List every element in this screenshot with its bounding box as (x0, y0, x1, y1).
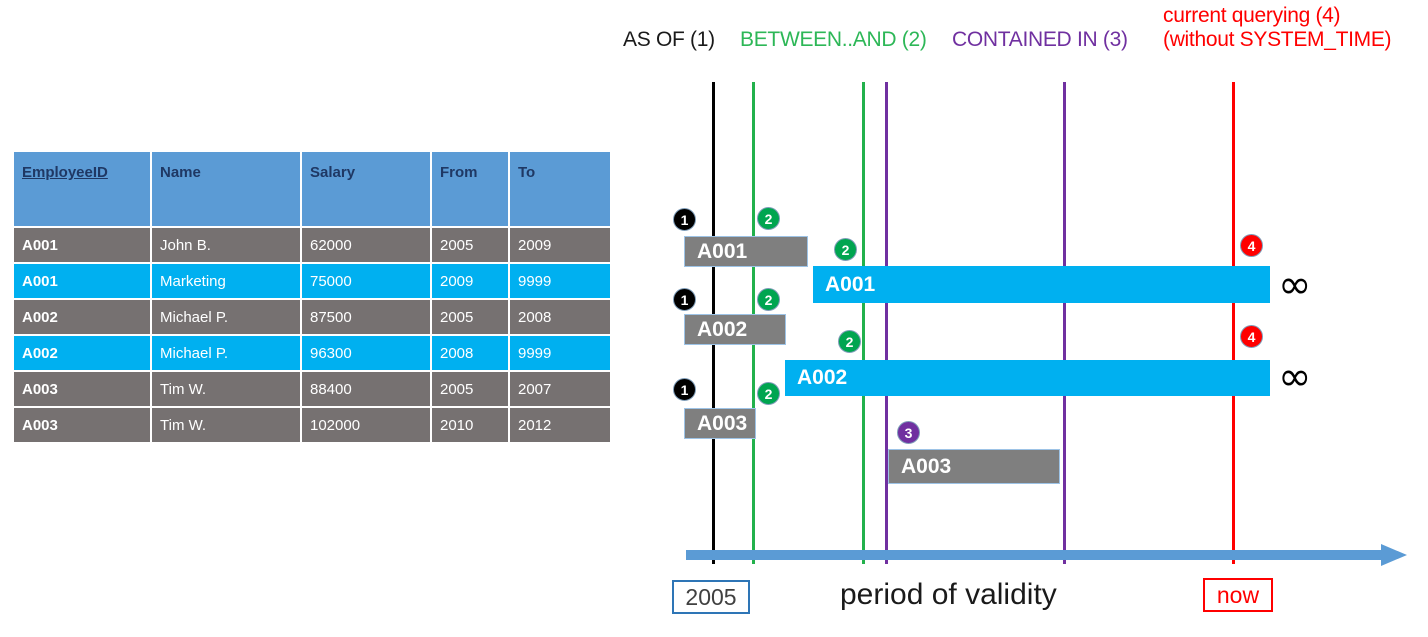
table-row: A002 Michael P. 87500 2005 2008 (14, 300, 610, 334)
bar-a002-historical: A002 (684, 314, 786, 345)
cell-salary: 87500 (302, 300, 430, 334)
query-line-contained-end (1063, 82, 1066, 564)
legend-current-querying: current querying (4) (without SYSTEM_TIM… (1163, 4, 1392, 51)
cell-salary: 102000 (302, 408, 430, 442)
cell-name: Tim W. (152, 372, 300, 406)
cell-from: 2008 (432, 336, 508, 370)
table-row: A001 Marketing 75000 2009 9999 (14, 264, 610, 298)
bar-a003-historical-1: A003 (684, 408, 756, 439)
legend-as-of: AS OF (1) (623, 28, 715, 51)
column-header-to: To (510, 152, 610, 226)
column-header-employeeid-label: EmployeeID (22, 164, 108, 181)
bar-a002-current: A002 (785, 360, 1270, 396)
cell-name: Tim W. (152, 408, 300, 442)
table-row: A002 Michael P. 96300 2008 9999 (14, 336, 610, 370)
column-header-name: Name (152, 152, 300, 226)
axis-now-label: now (1203, 578, 1273, 612)
marker-3-a003: 3 (897, 421, 920, 444)
bar-a003-historical-2: A003 (888, 449, 1060, 484)
cell-salary: 96300 (302, 336, 430, 370)
employee-history-table: EmployeeID Name Salary From To A001 John… (12, 150, 612, 444)
legend-contained-in: CONTAINED IN (3) (952, 28, 1128, 51)
axis-start-label: 2005 (672, 580, 750, 614)
timeline-arrow-icon (1381, 544, 1407, 566)
column-header-from: From (432, 152, 508, 226)
query-line-now (1232, 82, 1235, 564)
legend-current-line1: current querying (4) (1163, 4, 1341, 27)
infinity-symbol-a001: ∞ (1278, 262, 1312, 308)
table-row: A003 Tim W. 102000 2010 2012 (14, 408, 610, 442)
marker-1-a002: 1 (673, 288, 696, 311)
legend-current-line2: (without SYSTEM_TIME) (1163, 27, 1392, 51)
column-header-salary: Salary (302, 152, 430, 226)
cell-employeeid: A003 (14, 372, 150, 406)
table-header-row: EmployeeID Name Salary From To (14, 152, 610, 226)
column-header-employeeid: EmployeeID (14, 152, 150, 226)
bar-a001-current: A001 (813, 266, 1270, 303)
cell-from: 2009 (432, 264, 508, 298)
cell-employeeid: A003 (14, 408, 150, 442)
cell-to: 9999 (510, 336, 610, 370)
cell-to: 2009 (510, 228, 610, 262)
cell-name: Michael P. (152, 300, 300, 334)
marker-2-a002-cyan: 2 (838, 330, 861, 353)
table-header: EmployeeID Name Salary From To (14, 152, 610, 226)
cell-to: 9999 (510, 264, 610, 298)
cell-name: Michael P. (152, 336, 300, 370)
marker-1-a001: 1 (673, 208, 696, 231)
cell-to: 2012 (510, 408, 610, 442)
cell-employeeid: A001 (14, 264, 150, 298)
cell-to: 2007 (510, 372, 610, 406)
marker-2-a001-cyan: 2 (834, 238, 857, 261)
query-line-contained-start (885, 82, 888, 564)
cell-salary: 88400 (302, 372, 430, 406)
cell-employeeid: A002 (14, 300, 150, 334)
legend-between-and: BETWEEN..AND (2) (740, 28, 927, 51)
marker-2-a003: 2 (757, 382, 780, 405)
cell-to: 2008 (510, 300, 610, 334)
table-row: A001 John B. 62000 2005 2009 (14, 228, 610, 262)
marker-4-a001: 4 (1240, 234, 1263, 257)
cell-name: John B. (152, 228, 300, 262)
infinity-symbol-a002: ∞ (1278, 354, 1312, 400)
cell-employeeid: A001 (14, 228, 150, 262)
cell-from: 2010 (432, 408, 508, 442)
cell-from: 2005 (432, 228, 508, 262)
cell-employeeid: A002 (14, 336, 150, 370)
cell-from: 2005 (432, 300, 508, 334)
axis-caption: period of validity (840, 578, 1057, 611)
cell-salary: 75000 (302, 264, 430, 298)
table-row: A003 Tim W. 88400 2005 2007 (14, 372, 610, 406)
marker-4-a002: 4 (1240, 325, 1263, 348)
cell-salary: 62000 (302, 228, 430, 262)
bar-a001-historical: A001 (684, 236, 808, 267)
cell-from: 2005 (432, 372, 508, 406)
cell-name: Marketing (152, 264, 300, 298)
marker-2-a002-gray: 2 (757, 288, 780, 311)
marker-2-a001-gray: 2 (757, 207, 780, 230)
marker-1-a003: 1 (673, 378, 696, 401)
timeline-axis (686, 550, 1386, 560)
table-body: A001 John B. 62000 2005 2009 A001 Market… (14, 228, 610, 442)
query-line-between-end (862, 82, 865, 564)
